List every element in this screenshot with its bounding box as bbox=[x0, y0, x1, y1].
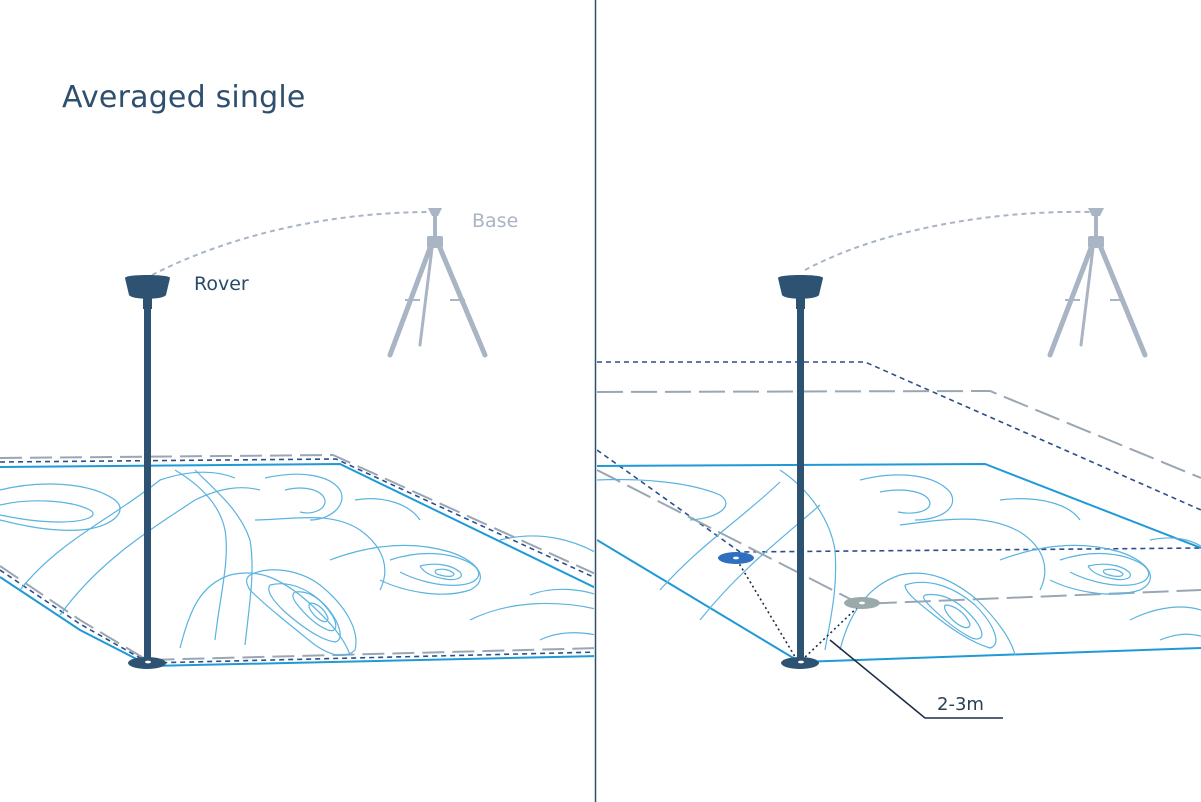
right-rover-pole-icon bbox=[778, 275, 823, 669]
left-contour-lines bbox=[0, 469, 594, 657]
page-title: Averaged single bbox=[62, 80, 306, 115]
base-label: Base bbox=[472, 210, 519, 232]
fix-point-blue-center bbox=[733, 556, 739, 560]
right-terrain-plane bbox=[597, 462, 1201, 664]
fix-point-lines bbox=[736, 559, 862, 661]
rover-label: Rover bbox=[194, 273, 249, 295]
left-panel bbox=[0, 208, 594, 669]
rover-pole-icon bbox=[125, 275, 170, 669]
left-terrain-plane bbox=[0, 462, 594, 668]
right-panel bbox=[597, 208, 1201, 719]
right-contour-lines bbox=[597, 469, 1201, 656]
distance-label: 2-3m bbox=[937, 694, 984, 715]
fix-point-gray-center bbox=[859, 601, 865, 605]
right-dashed-planes bbox=[597, 361, 1201, 606]
right-base-signal-arc bbox=[804, 210, 1093, 271]
right-base-tripod-icon bbox=[1047, 208, 1148, 358]
base-tripod-icon bbox=[387, 208, 488, 358]
distance-leader-line bbox=[829, 639, 1003, 719]
base-signal-arc bbox=[151, 211, 433, 276]
left-dashed-planes bbox=[0, 453, 594, 664]
